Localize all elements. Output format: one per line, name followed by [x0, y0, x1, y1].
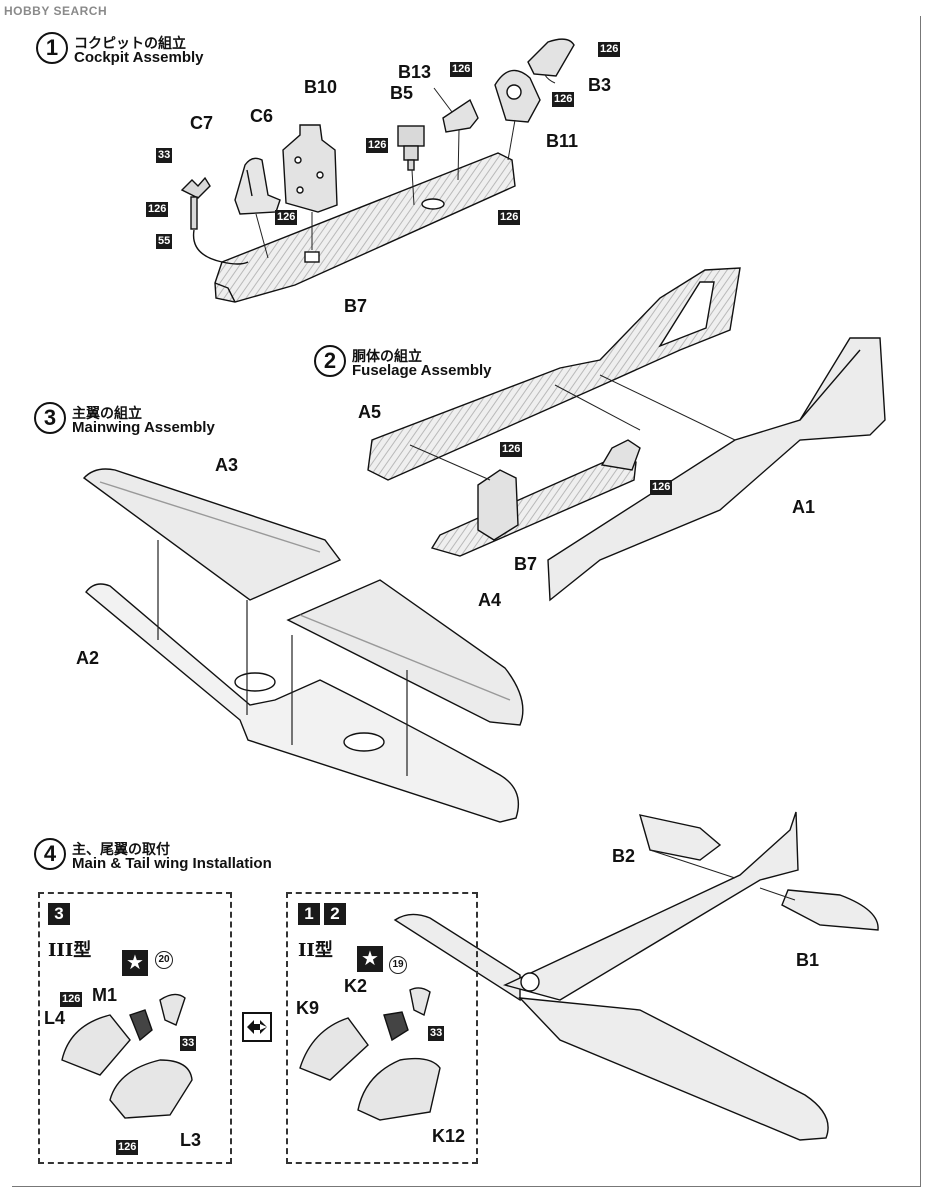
step3-arrows [157, 540, 408, 776]
step-3-title-en: Mainwing Assembly [72, 419, 215, 436]
star-icon: ★ [357, 946, 383, 972]
part-label-m1: M1 [92, 985, 118, 1005]
step-1-title-en: Cockpit Assembly [74, 49, 204, 66]
part-b11 [494, 69, 541, 123]
cockpit-floor-b7 [214, 152, 516, 303]
part-label-b5: B5 [390, 83, 414, 103]
color-code-19: 19 [389, 956, 407, 974]
part-label-l3: L3 [180, 1130, 202, 1150]
color-code-126: 126 [450, 62, 473, 77]
part-label-k9: K9 [296, 998, 320, 1018]
step1-leaders [255, 74, 556, 259]
color-code-126: 126 [366, 138, 389, 153]
variant-label-type2: II型 [298, 940, 333, 961]
color-code-126: 126 [498, 210, 521, 225]
part-label-b11: B11 [546, 131, 579, 151]
color-code-33: 33 [428, 1026, 445, 1041]
part-label-l4: L4 [44, 1008, 66, 1028]
part-label-b7-fuselage: B7 [514, 554, 538, 574]
step-4-title-jp: 主、尾翼の取付 [72, 842, 170, 858]
cowling-type2 [299, 987, 441, 1121]
stick-c7 [180, 176, 249, 265]
step-4-number: 4 [34, 838, 66, 870]
variant-box-type2 [286, 892, 478, 1164]
wing-upper-a3 [82, 468, 342, 601]
part-label-k12: K12 [432, 1126, 466, 1146]
star-icon: ★ [122, 950, 148, 976]
wing-upper-a4 [286, 579, 524, 726]
fuselage-half-a1 [547, 337, 886, 602]
color-code-126: 126 [598, 42, 621, 57]
cowling-type3 [61, 993, 193, 1119]
part-label-a3: A3 [215, 455, 239, 475]
step-3-number: 3 [34, 402, 66, 434]
part-label-b1: B1 [796, 950, 820, 970]
step-2-title-jp: 胴体の組立 [352, 349, 422, 365]
wing-lower-a2 [85, 583, 520, 823]
step-3-title-jp: 主翼の組立 [72, 406, 142, 422]
color-code-126: 126 [650, 480, 673, 495]
swap-arrows-icon [242, 1012, 272, 1042]
color-code-33: 33 [180, 1036, 197, 1051]
step-1-number: 1 [36, 32, 68, 64]
part-b13 [442, 98, 479, 133]
step-2-title-en: Fuselage Assembly [352, 362, 492, 379]
variant-badge-2: 2 [324, 903, 346, 925]
part-label-b13: B13 [398, 62, 432, 82]
part-label-b10: B10 [304, 77, 338, 97]
step-2-number: 2 [314, 345, 346, 377]
part-label-a1: A1 [792, 497, 816, 517]
step-4-title-en: Main & Tail wing Installation [72, 855, 272, 872]
part-b5 [397, 125, 425, 171]
color-code-126: 126 [500, 442, 523, 457]
part-label-b3: B3 [588, 75, 612, 95]
variant-badge-3: 3 [48, 903, 70, 925]
part-b3 [527, 38, 575, 77]
cockpit-assembly-b7 [430, 439, 641, 557]
part-label-c7: C7 [190, 113, 214, 133]
bulkhead-b10 [282, 124, 338, 213]
part-label-c6: C6 [250, 106, 274, 126]
part-label-a2: A2 [76, 648, 100, 668]
variant-box-type3 [38, 892, 232, 1164]
color-code-33: 33 [156, 148, 173, 163]
part-label-a5: A5 [358, 402, 382, 422]
color-code-126: 126 [60, 992, 83, 1007]
color-code-126: 126 [146, 202, 169, 217]
part-label-k2: K2 [344, 976, 368, 996]
step-1-title-jp: コクピットの組立 [74, 36, 186, 52]
color-code-20: 20 [155, 951, 173, 969]
step2-leaders [409, 374, 736, 481]
airframe-assembly [393, 811, 879, 1141]
fuselage-half-a5 [367, 267, 741, 481]
part-label-b2: B2 [612, 846, 636, 866]
seat-c6 [234, 157, 281, 215]
step4-leaders [649, 849, 796, 901]
page-border [12, 16, 921, 1187]
part-label-b7-cockpit: B7 [344, 296, 368, 316]
variant-label-type3: III型 [48, 940, 92, 961]
watermark: HOBBY SEARCH [4, 4, 108, 18]
part-label-a4: A4 [478, 590, 502, 610]
color-code-126: 126 [116, 1140, 139, 1155]
color-code-55: 55 [156, 234, 173, 249]
variant-badge-1: 1 [298, 903, 320, 925]
color-code-126: 126 [552, 92, 575, 107]
color-code-126: 126 [275, 210, 298, 225]
